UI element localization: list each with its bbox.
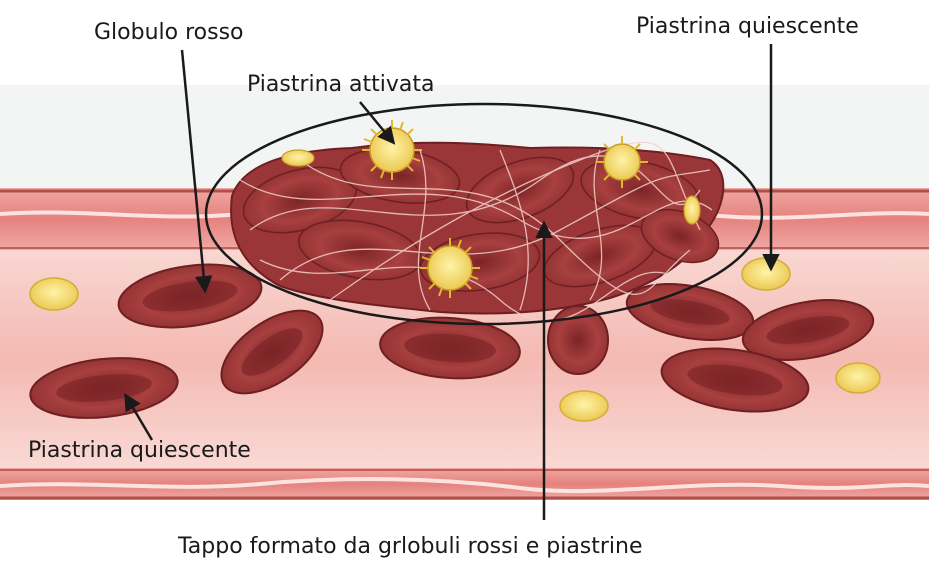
- label-red-blood-cell: Globulo rosso: [94, 22, 244, 44]
- activated-platelet: [362, 120, 422, 180]
- label-plug: Tappo formato da grlobuli rossi e piastr…: [178, 536, 643, 558]
- vessel-lower-wall: [0, 468, 929, 500]
- activated-platelet: [420, 238, 480, 298]
- label-quiescent-platelet-top: Piastrina quiescente: [636, 16, 859, 38]
- red-blood-cell: [548, 306, 608, 374]
- label-quiescent-platelet-left: Piastrina quiescente: [28, 440, 251, 462]
- quiescent-platelet: [836, 363, 880, 393]
- label-activated-platelet: Piastrina attivata: [247, 74, 435, 96]
- activated-platelet: [684, 196, 700, 224]
- activated-platelet: [282, 150, 314, 166]
- quiescent-platelet: [560, 391, 608, 421]
- quiescent-platelet: [30, 278, 78, 310]
- quiescent-platelet: [742, 258, 790, 290]
